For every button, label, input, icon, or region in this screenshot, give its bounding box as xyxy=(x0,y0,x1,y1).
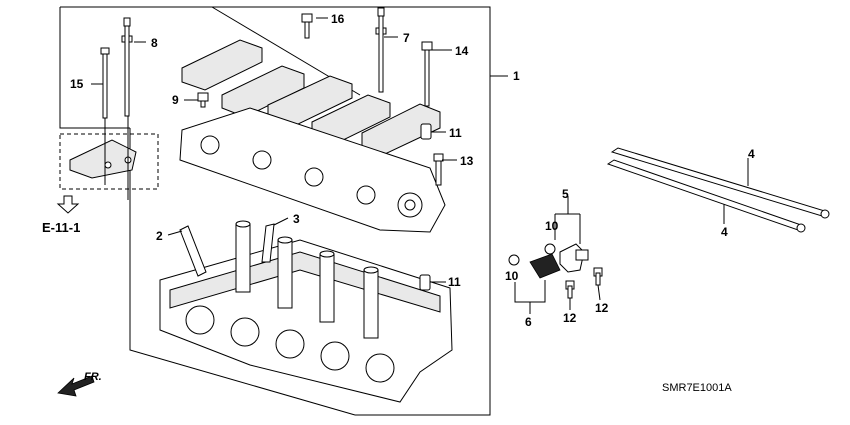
bolt-14 xyxy=(421,41,433,107)
camshaft-holder-set xyxy=(181,39,441,155)
callout-16: 16 xyxy=(331,12,345,26)
callout-1: 1 xyxy=(513,69,520,83)
stud-bolt-7 xyxy=(375,7,387,93)
dowel-pin-upper xyxy=(420,123,432,140)
dowel-pin-2 xyxy=(179,225,207,277)
callout-6: 6 xyxy=(525,315,532,329)
callout-7: 7 xyxy=(403,31,410,45)
callout-13: 13 xyxy=(460,154,474,168)
callout-11-lower: 11 xyxy=(448,275,461,289)
callout-5: 5 xyxy=(562,187,569,201)
dowel-pin-3 xyxy=(261,223,275,263)
bolt-9 xyxy=(197,92,209,108)
callout-labels: 1 2 3 4 4 5 6 7 8 9 10 10 11 11 12 12 13… xyxy=(70,12,755,329)
callout-10-upper: 10 xyxy=(545,219,559,233)
front-label: FR. xyxy=(84,371,102,383)
assembly-bracket-outline xyxy=(59,6,508,416)
callout-9: 9 xyxy=(172,93,179,107)
bolt-12-right xyxy=(593,267,603,286)
reference-arrow: E-11-1 xyxy=(42,195,80,235)
long-bolt-15 xyxy=(100,47,110,119)
rocker-shaft-upper xyxy=(610,147,830,219)
bolt-13 xyxy=(433,153,444,186)
callout-2: 2 xyxy=(156,229,163,243)
cylinder-head xyxy=(159,239,453,403)
leader-lines xyxy=(91,17,749,314)
spool-valve-6 xyxy=(508,253,561,279)
callout-3: 3 xyxy=(293,212,300,226)
rocker-shaft-lower xyxy=(606,159,806,233)
diagram-id: SMR7E1001A xyxy=(662,382,732,394)
spool-valve-5 xyxy=(544,243,589,273)
stud-bolt-8 xyxy=(121,17,133,117)
callout-10-lower: 10 xyxy=(505,269,519,283)
callout-8: 8 xyxy=(151,36,158,50)
bolt-16 xyxy=(301,13,313,39)
reference-inset xyxy=(59,95,159,200)
dowel-pin-lower xyxy=(419,274,431,291)
bolt-12-left xyxy=(565,280,575,299)
callout-12-left: 12 xyxy=(563,311,577,325)
callout-14: 14 xyxy=(455,44,469,58)
front-direction-arrow: FR. xyxy=(57,371,102,397)
callout-15: 15 xyxy=(70,77,84,91)
camshaft-housing xyxy=(179,107,446,233)
callout-11-upper: 11 xyxy=(449,126,462,140)
ref-label: E-11-1 xyxy=(42,220,80,235)
spark-plug-tubes xyxy=(235,220,379,339)
callout-4-upper: 4 xyxy=(748,147,755,161)
callout-4-lower: 4 xyxy=(721,225,728,239)
callout-12-right: 12 xyxy=(595,301,609,315)
